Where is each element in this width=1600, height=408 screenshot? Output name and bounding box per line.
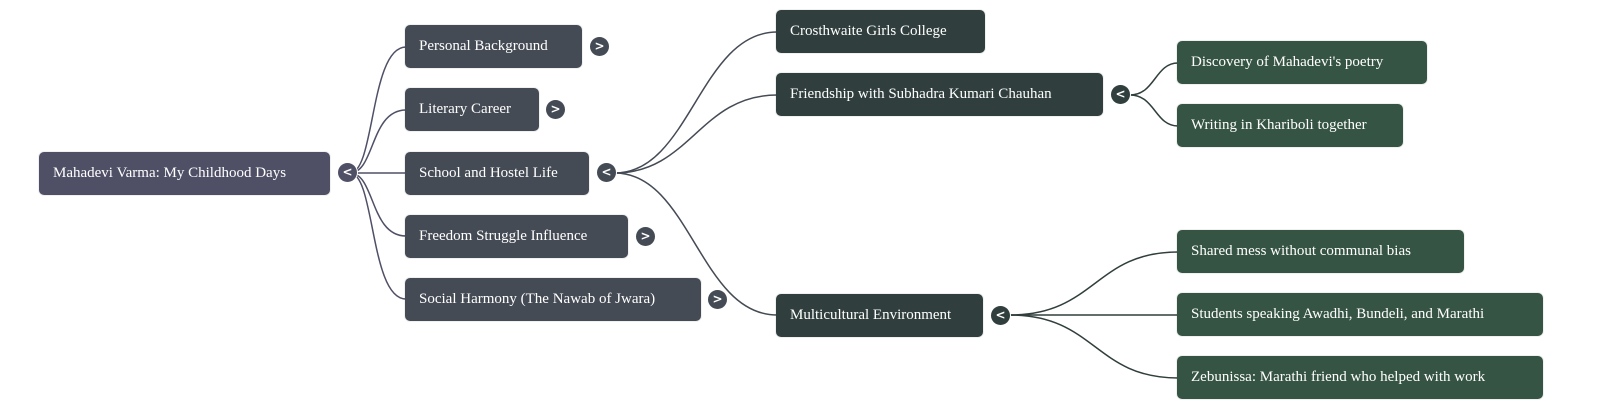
branch-node-social-harmony[interactable]: Social Harmony (The Nawab of Jwara) — [405, 278, 701, 321]
collapse-toggle-icon[interactable]: < — [597, 163, 616, 182]
leaf-node-zebunissa[interactable]: Zebunissa: Marathi friend who helped wit… — [1177, 356, 1543, 399]
link-friendship-khariboli — [1129, 94, 1179, 127]
leaf-label: Discovery of Mahadevi's poetry — [1191, 54, 1384, 70]
expand-toggle-icon[interactable]: > — [546, 100, 565, 119]
leaf-node-shared-mess[interactable]: Shared mess without communal bias — [1177, 230, 1464, 273]
topic-label: Multicultural Environment — [790, 307, 952, 323]
collapse-toggle-icon[interactable]: < — [991, 306, 1010, 325]
link-school-friendship — [614, 94, 778, 174]
link-root-freedom-struggle — [349, 172, 407, 237]
root-node[interactable]: Mahadevi Varma: My Childhood Days — [39, 152, 330, 195]
link-school-crosthwaite — [614, 31, 778, 174]
leaf-node-khariboli[interactable]: Writing in Khariboli together — [1177, 104, 1403, 147]
branch-node-literary-career[interactable]: Literary Career — [405, 88, 539, 131]
expand-toggle-icon[interactable]: > — [636, 227, 655, 246]
leaf-label: Writing in Khariboli together — [1191, 117, 1367, 133]
branch-label: Literary Career — [419, 101, 512, 117]
expand-toggle-icon[interactable]: > — [708, 290, 727, 309]
branch-label: School and Hostel Life — [419, 165, 558, 181]
link-root-personal-background — [349, 46, 407, 174]
branch-label: Social Harmony (The Nawab of Jwara) — [419, 291, 656, 307]
topic-label: Friendship with Subhadra Kumari Chauhan — [790, 86, 1052, 102]
topic-node-multicultural-environment[interactable]: Multicultural Environment — [776, 294, 983, 337]
leaf-label: Students speaking Awadhi, Bundeli, and M… — [1191, 306, 1485, 322]
leaf-node-languages[interactable]: Students speaking Awadhi, Bundeli, and M… — [1177, 293, 1543, 336]
branch-label: Personal Background — [419, 38, 548, 54]
branch-node-personal-background[interactable]: Personal Background — [405, 25, 582, 68]
branch-node-freedom-struggle[interactable]: Freedom Struggle Influence — [405, 215, 628, 258]
expand-toggle-icon[interactable]: > — [590, 37, 609, 56]
topic-node-friendship-subhadra[interactable]: Friendship with Subhadra Kumari Chauhan — [776, 73, 1103, 116]
link-multicultural-zebunissa — [1009, 314, 1179, 379]
branch-label: Freedom Struggle Influence — [419, 228, 588, 244]
link-school-multicultural — [614, 172, 778, 316]
link-multicultural-mess — [1009, 251, 1179, 316]
link-root-literary-career — [349, 109, 407, 174]
leaf-label: Zebunissa: Marathi friend who helped wit… — [1191, 369, 1486, 385]
collapse-toggle-icon[interactable]: < — [1111, 85, 1130, 104]
root-node-label: Mahadevi Varma: My Childhood Days — [53, 165, 287, 181]
collapse-toggle-icon[interactable]: < — [338, 163, 357, 182]
topic-node-crosthwaite-college[interactable]: Crosthwaite Girls College — [776, 10, 985, 53]
leaf-node-discovery-poetry[interactable]: Discovery of Mahadevi's poetry — [1177, 41, 1427, 84]
link-friendship-discovery — [1129, 62, 1179, 96]
leaf-label: Shared mess without communal bias — [1191, 243, 1411, 259]
topic-label: Crosthwaite Girls College — [790, 23, 947, 39]
branch-node-school-hostel-life[interactable]: School and Hostel Life — [405, 152, 589, 195]
link-root-social-harmony — [349, 172, 407, 300]
